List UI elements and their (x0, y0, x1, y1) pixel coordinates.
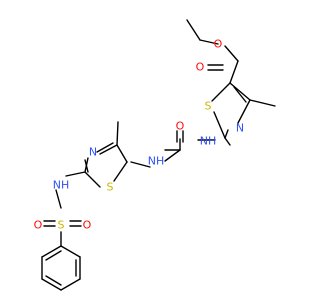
atom-label: S (107, 181, 114, 194)
atom-label: N (89, 146, 97, 159)
atom-labels: O O S N O NH NH N S NH S O O (34, 38, 244, 232)
atom-label: O (214, 38, 223, 51)
molecule-structure: O O S N O NH NH N S NH S O O (34, 19, 276, 291)
atom-label: S (205, 100, 212, 113)
atom-label: N (236, 122, 244, 135)
ethyl-ester-bonds (186, 19, 239, 102)
atom-label: O (176, 120, 185, 133)
sulfonamide-bonds (43, 189, 82, 247)
atom-label: S (58, 219, 65, 232)
atom-label: NH (200, 135, 217, 148)
atom-label: NH (53, 179, 70, 192)
left-thiazole-bonds (65, 121, 128, 188)
phenyl-ring-bonds (41, 245, 81, 291)
right-thiazole-bonds (213, 82, 276, 146)
structure-canvas: O O S N O NH NH N S NH S O O (33, 19, 276, 291)
urea-bonds (130, 130, 216, 168)
atom-label: O (83, 219, 92, 232)
atom-label: O (34, 219, 43, 232)
atom-label: O (196, 61, 205, 74)
atom-label: NH (148, 155, 165, 168)
